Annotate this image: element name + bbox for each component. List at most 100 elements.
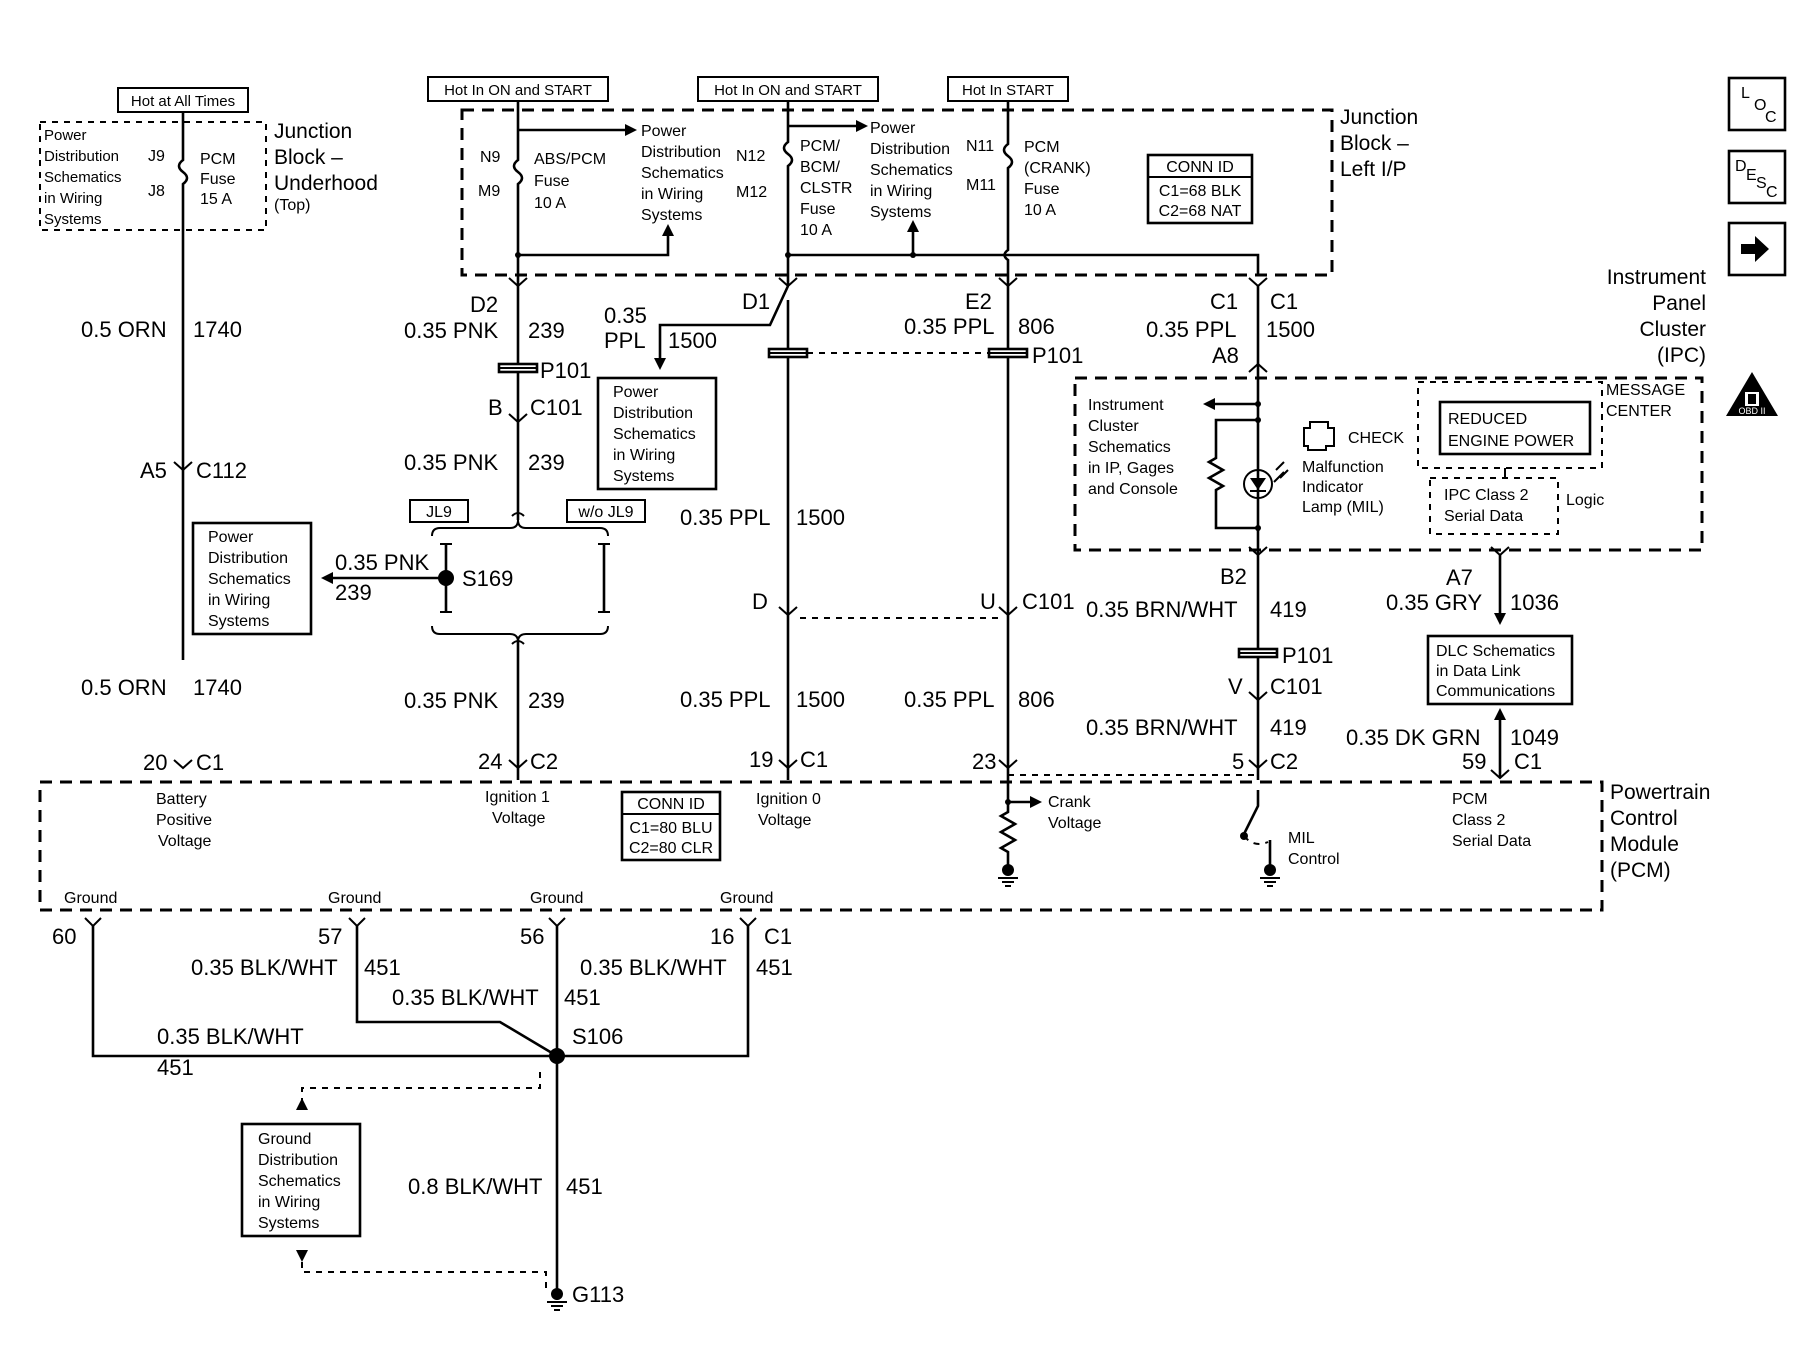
svg-text:C101: C101	[1270, 674, 1323, 699]
svg-text:Distribution: Distribution	[44, 148, 119, 165]
svg-text:O: O	[1754, 97, 1766, 114]
svg-text:1049: 1049	[1510, 725, 1559, 750]
svg-text:0.5 ORN: 0.5 ORN	[81, 675, 167, 700]
svg-text:806: 806	[1018, 687, 1055, 712]
pds-box-s169: Power Distribution Schematics in Wiring …	[191, 521, 313, 636]
pcm-block: Powertrain Control Module (PCM)	[38, 780, 1710, 912]
svg-text:15 A: 15 A	[200, 191, 232, 208]
ipc-block: Instrument Panel Cluster (IPC) Instrumen…	[1073, 266, 1706, 552]
svg-text:in IP, Gages: in IP, Gages	[1088, 460, 1174, 477]
svg-text:Systems: Systems	[44, 211, 102, 228]
svg-text:B2: B2	[1220, 564, 1247, 589]
svg-text:Schematics: Schematics	[613, 426, 696, 443]
svg-text:Ground: Ground	[720, 890, 773, 907]
desc-icon[interactable]: D E S C	[1727, 149, 1787, 205]
svg-text:D2: D2	[470, 292, 498, 317]
svg-text:Schematics: Schematics	[208, 571, 291, 588]
svg-text:C112: C112	[196, 458, 247, 483]
svg-text:D: D	[1735, 158, 1747, 175]
svg-text:OBD II: OBD II	[1738, 406, 1765, 416]
svg-text:Power: Power	[870, 120, 916, 137]
svg-text:BCM/: BCM/	[800, 159, 841, 176]
ground-icon	[1002, 864, 1014, 876]
svg-text:CLSTR: CLSTR	[800, 180, 852, 197]
pcm-conn-id: CONN ID C1=80 BLU C2=80 CLR	[620, 790, 722, 862]
svg-text:in Wiring: in Wiring	[44, 190, 102, 207]
svg-text:ENGINE POWER: ENGINE POWER	[1448, 433, 1574, 450]
svg-text:Cluster: Cluster	[1088, 418, 1139, 435]
svg-text:Voltage: Voltage	[1048, 815, 1101, 832]
splice-s106	[549, 1048, 565, 1064]
svg-text:C1: C1	[1270, 289, 1298, 314]
svg-text:L: L	[1741, 85, 1750, 102]
svg-text:1500: 1500	[668, 328, 717, 353]
svg-text:Hot at All Times: Hot at All Times	[131, 93, 235, 110]
wire-1740	[177, 112, 189, 660]
svg-text:A8: A8	[1212, 343, 1239, 368]
svg-text:5: 5	[1232, 749, 1244, 774]
svg-text:0.35 PPL: 0.35 PPL	[680, 505, 771, 530]
svg-text:0.35 PNK: 0.35 PNK	[404, 450, 498, 475]
svg-text:CONN ID: CONN ID	[1166, 159, 1234, 176]
svg-text:M9: M9	[478, 183, 500, 200]
svg-text:in Wiring: in Wiring	[641, 186, 703, 203]
svg-text:D: D	[752, 589, 768, 614]
svg-text:Class 2: Class 2	[1452, 812, 1505, 829]
svg-text:451: 451	[756, 955, 793, 980]
svg-text:Fuse: Fuse	[200, 171, 236, 188]
svg-text:D1: D1	[742, 289, 770, 314]
svg-text:0.35 BRN/WHT: 0.35 BRN/WHT	[1086, 597, 1238, 622]
svg-text:J9: J9	[148, 148, 165, 165]
svg-text:1036: 1036	[1510, 590, 1559, 615]
mil-lamp-icon	[1243, 469, 1273, 499]
svg-text:1500: 1500	[796, 687, 845, 712]
svg-text:Panel: Panel	[1652, 292, 1706, 315]
svg-text:MESSAGE: MESSAGE	[1606, 382, 1685, 399]
svg-text:S169: S169	[462, 566, 513, 591]
svg-text:Distribution: Distribution	[870, 141, 950, 158]
svg-text:S106: S106	[572, 1024, 623, 1049]
svg-text:Lamp (MIL): Lamp (MIL)	[1302, 499, 1384, 516]
svg-text:60: 60	[52, 924, 76, 949]
svg-text:A7: A7	[1446, 565, 1473, 590]
svg-text:1500: 1500	[1266, 317, 1315, 342]
svg-text:16: 16	[710, 924, 734, 949]
svg-text:0.35 BRN/WHT: 0.35 BRN/WHT	[1086, 715, 1238, 740]
svg-text:ABS/PCM: ABS/PCM	[534, 151, 606, 168]
ground-distribution-box: Ground Distribution Schematics in Wiring…	[240, 1122, 362, 1238]
svg-text:PCM: PCM	[1452, 791, 1488, 808]
svg-text:Systems: Systems	[258, 1215, 319, 1232]
svg-text:C1: C1	[800, 747, 828, 772]
loc-icon[interactable]: L O C	[1727, 76, 1787, 132]
svg-text:PPL: PPL	[604, 328, 646, 353]
svg-text:0.8 BLK/WHT: 0.8 BLK/WHT	[408, 1174, 542, 1199]
svg-text:0.35: 0.35	[604, 303, 647, 328]
svg-text:Block –: Block –	[274, 146, 343, 169]
svg-text:U: U	[980, 589, 996, 614]
svg-text:57: 57	[318, 924, 342, 949]
svg-text:Control: Control	[1288, 851, 1340, 868]
svg-text:24: 24	[478, 749, 502, 774]
svg-text:Control: Control	[1610, 807, 1678, 830]
junction-block-left-ip: Junction Block – Left I/P N9 M9 ABS/PCM …	[460, 106, 1418, 277]
svg-text:Schematics: Schematics	[1088, 439, 1171, 456]
svg-text:Distribution: Distribution	[613, 405, 693, 422]
svg-text:Junction: Junction	[1340, 106, 1418, 129]
svg-text:C1: C1	[1514, 749, 1542, 774]
svg-text:0.35 DK GRN: 0.35 DK GRN	[1346, 725, 1481, 750]
svg-text:0.35 PPL: 0.35 PPL	[904, 687, 995, 712]
message-center: REDUCED ENGINE POWER MESSAGE CENTER IPC …	[1417, 381, 1685, 535]
svg-text:PCM: PCM	[1024, 139, 1060, 156]
svg-text:10 A: 10 A	[800, 222, 832, 239]
arrow-right-icon[interactable]	[1727, 221, 1787, 277]
svg-text:S: S	[1756, 175, 1767, 192]
svg-text:Cluster: Cluster	[1639, 318, 1706, 341]
svg-text:G113: G113	[572, 1282, 624, 1307]
svg-text:(CRANK): (CRANK)	[1024, 160, 1091, 177]
svg-text:0.35 BLK/WHT: 0.35 BLK/WHT	[157, 1024, 304, 1049]
svg-text:Serial Data: Serial Data	[1452, 833, 1531, 850]
svg-text:in Wiring: in Wiring	[870, 183, 932, 200]
svg-text:Instrument: Instrument	[1607, 266, 1706, 289]
svg-text:IPC Class 2: IPC Class 2	[1444, 487, 1529, 504]
svg-text:Junction: Junction	[274, 120, 352, 143]
